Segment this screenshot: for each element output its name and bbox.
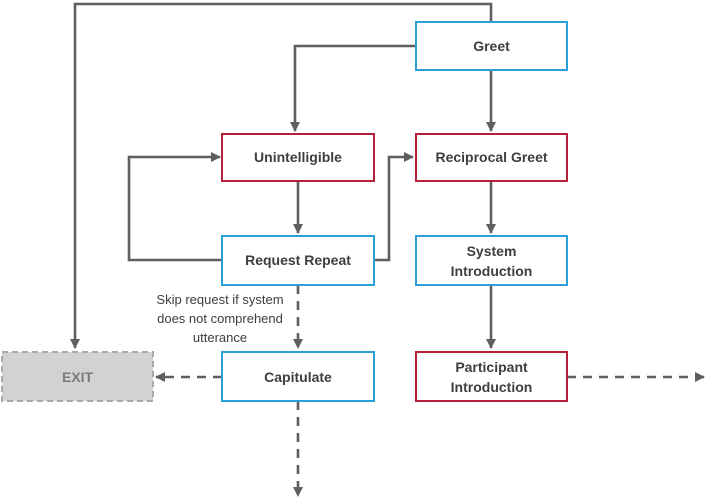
node-participant-introduction-line-2: Introduction [451,379,533,395]
node-participant-introduction-line-1: Participant [455,359,528,375]
annotation-line-3: utterance [193,330,247,345]
node-reciprocal-greet-label: Reciprocal Greet [435,149,547,165]
node-request-repeat: Request Repeat [221,235,375,286]
node-greet-label: Greet [473,38,510,54]
node-unintelligible: Unintelligible [221,133,375,182]
annotation-line-2: does not comprehend [157,311,283,326]
node-reciprocal-greet: Reciprocal Greet [415,133,568,182]
node-capitulate: Capitulate [221,351,375,402]
node-participant-introduction: Participant Introduction [415,351,568,402]
node-capitulate-label: Capitulate [264,369,332,385]
node-system-introduction-line-2: Introduction [451,263,533,279]
node-exit: EXIT [1,351,154,402]
node-unintelligible-label: Unintelligible [254,149,342,165]
node-exit-label: EXIT [62,369,94,385]
edge-greet-to-exit [70,2,493,349]
edge-request-repeat-loop-to-unintelligible [127,152,222,262]
node-system-introduction: System Introduction [415,235,568,286]
skip-request-annotation: Skip request if system does not comprehe… [156,292,283,345]
node-request-repeat-label: Request Repeat [245,252,351,268]
edge-request-repeat-to-reciprocal-greet [374,152,414,262]
annotation-line-1: Skip request if system [156,292,283,307]
node-greet: Greet [415,21,568,71]
edge-greet-to-unintelligible [290,44,416,132]
node-system-introduction-line-1: System [467,243,517,259]
edges [70,2,705,497]
